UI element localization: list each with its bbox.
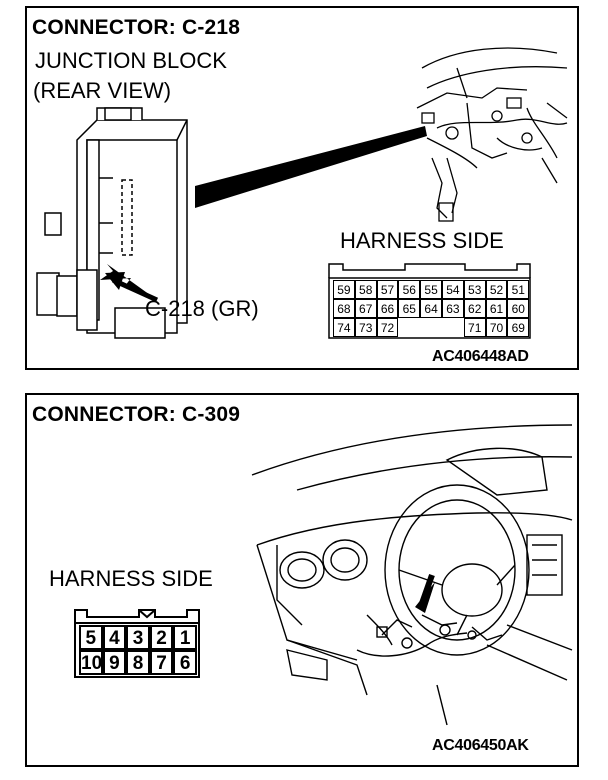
connector-pin: 55 xyxy=(420,280,442,299)
harness-side-label: HARNESS SIDE xyxy=(49,566,213,591)
connector-pin: 73 xyxy=(354,318,377,337)
connector-pin: 71 xyxy=(463,318,486,337)
connector-pin: 57 xyxy=(376,280,399,299)
connector-pin: 60 xyxy=(507,299,530,318)
connector-pin: 54 xyxy=(442,280,464,299)
connector-pin: 72 xyxy=(376,318,399,337)
connector-title: CONNECTOR: C-218 xyxy=(32,16,241,39)
connector-pin: 9 xyxy=(102,650,127,675)
connector-pin: 58 xyxy=(354,280,377,299)
connector-pin: 62 xyxy=(463,299,486,318)
connector-pin: 65 xyxy=(398,299,421,318)
view-label: (REAR VIEW) xyxy=(33,78,172,103)
connector-pin: 10 xyxy=(79,650,103,675)
connector-pin: 4 xyxy=(102,625,127,650)
connector-c218-panel: CONNECTOR: C-218 JUNCTION BLOCK (REAR VI… xyxy=(25,6,579,370)
connector-pin: 70 xyxy=(485,318,508,337)
connector-pin: 66 xyxy=(376,299,399,318)
connector-pin: 59 xyxy=(333,280,355,299)
connector-pin: 67 xyxy=(354,299,377,318)
figure-code: AC406450AK xyxy=(432,737,529,754)
connector-pin: 8 xyxy=(126,650,150,675)
figure-code: AC406448AD xyxy=(432,348,529,365)
connector-pin: 61 xyxy=(485,299,508,318)
connector-pin: 5 xyxy=(79,625,103,650)
connector-pin: 74 xyxy=(333,318,355,337)
harness-side-label: HARNESS SIDE xyxy=(340,228,504,253)
connector-pin: 53 xyxy=(463,280,486,299)
connector-pin: 52 xyxy=(485,280,508,299)
connector-title: CONNECTOR: C-309 xyxy=(32,403,241,426)
connector-pin: 7 xyxy=(149,650,174,675)
connector-pin: 51 xyxy=(507,280,530,299)
connector-pin: 63 xyxy=(442,299,464,318)
connector-pin: 56 xyxy=(398,280,421,299)
connector-pin: 2 xyxy=(149,625,174,650)
connector-c309-panel: CONNECTOR: C-309 HARNESS SIDE AC406450AK… xyxy=(25,393,579,767)
connector-pin: 3 xyxy=(126,625,150,650)
junction-block-illustration xyxy=(36,47,568,339)
steering-column-illustration xyxy=(74,424,573,726)
component-name: JUNCTION BLOCK xyxy=(35,48,227,73)
connector-pin: 69 xyxy=(507,318,530,337)
connector-callout: C-218 (GR) xyxy=(145,296,259,321)
connector-pin: 68 xyxy=(333,299,355,318)
connector-pin: 1 xyxy=(173,625,197,650)
connector-pin: 64 xyxy=(420,299,442,318)
connector-pin: 6 xyxy=(173,650,197,675)
